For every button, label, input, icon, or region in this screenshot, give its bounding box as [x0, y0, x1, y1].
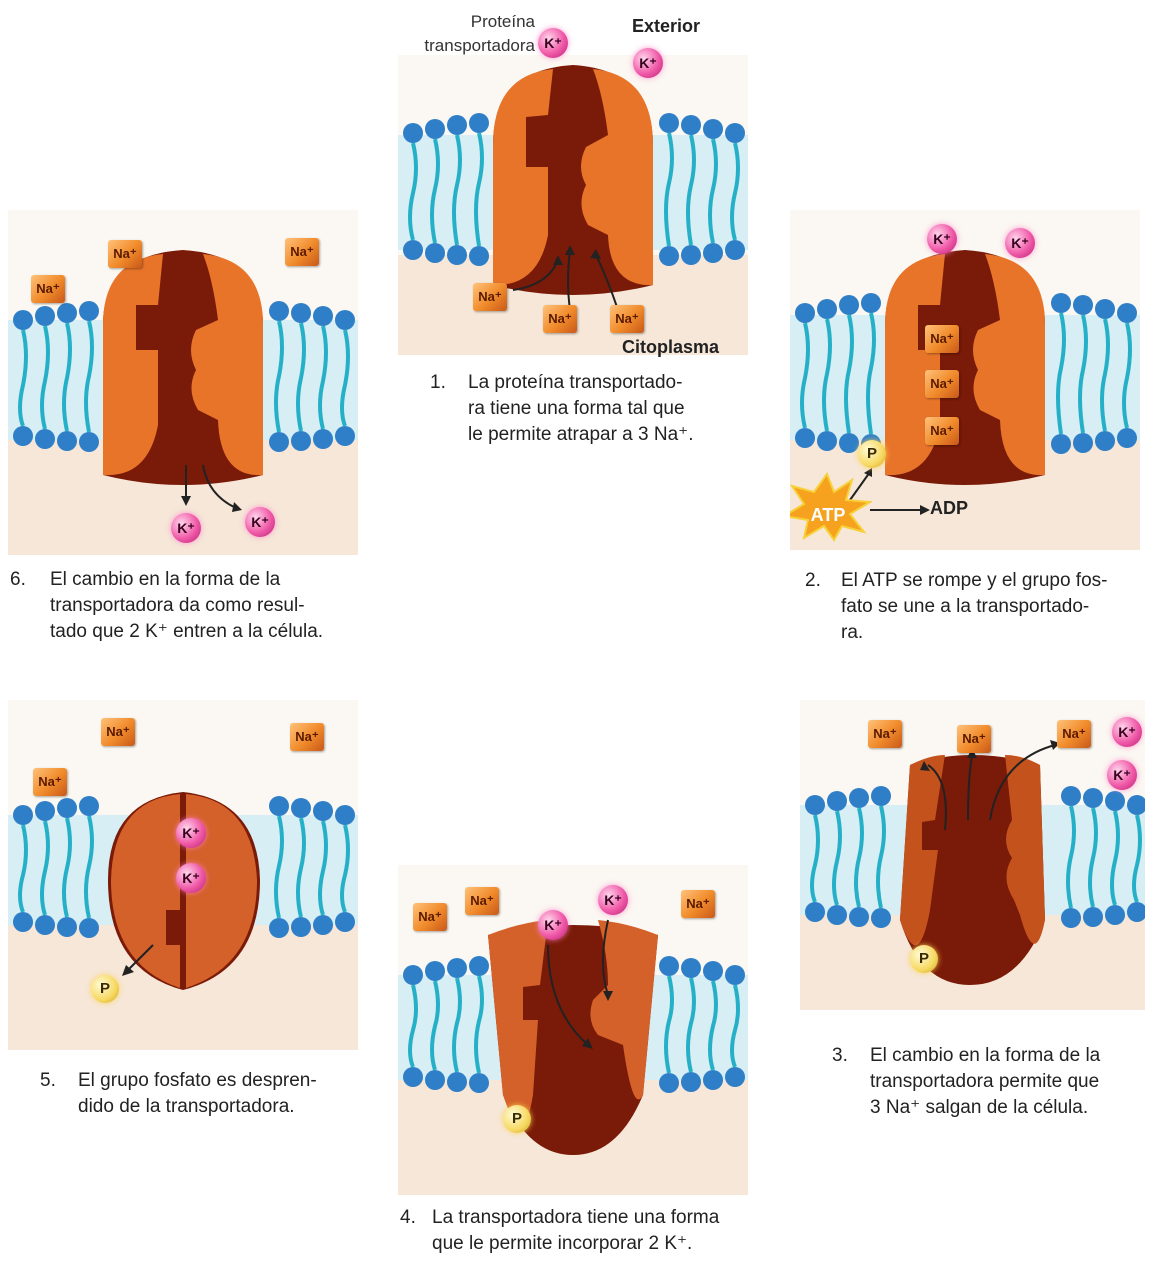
potassium-ion: K⁺ [1112, 717, 1142, 747]
sodium-ion: Na⁺ [465, 887, 499, 915]
sodium-ion: Na⁺ [925, 370, 959, 398]
cytoplasm-label: Citoplasma [622, 337, 719, 358]
potassium-ion: K⁺ [176, 818, 206, 848]
sodium-ion: Na⁺ [33, 768, 67, 796]
phosphate-group: P [503, 1105, 531, 1133]
potassium-ion: K⁺ [171, 513, 201, 543]
exterior-label: Exterior [632, 16, 700, 37]
potassium-ion: K⁺ [538, 28, 568, 58]
adp-label: ADP [930, 498, 968, 519]
panel-step-5: Na⁺ Na⁺ Na⁺ K⁺ K⁺ P [8, 700, 358, 1050]
sodium-ion: Na⁺ [31, 275, 65, 303]
sodium-ion: Na⁺ [610, 305, 644, 333]
transporter-protein [885, 250, 1045, 485]
step-1-caption: 1. La proteína transportado-ra tiene una… [430, 370, 730, 450]
panel-step-4: Na⁺ Na⁺ Na⁺ K⁺ K⁺ P [398, 865, 748, 1195]
potassium-ion: K⁺ [1005, 228, 1035, 258]
potassium-ion: K⁺ [633, 48, 663, 78]
potassium-ion: K⁺ [927, 224, 957, 254]
panel-step-1: Na⁺ Na⁺ Na⁺ [398, 55, 748, 355]
atp-label: ATP [798, 505, 858, 526]
sodium-ion: Na⁺ [925, 325, 959, 353]
phosphate-group: P [910, 945, 938, 973]
sodium-ion: Na⁺ [473, 283, 507, 311]
panel-step-3: Na⁺ Na⁺ Na⁺ K⁺ K⁺ P [800, 700, 1145, 1010]
sodium-ion: Na⁺ [413, 903, 447, 931]
protein-label: Proteína transportadora [415, 10, 535, 58]
sodium-ion: Na⁺ [290, 723, 324, 751]
sodium-ion: Na⁺ [285, 238, 319, 266]
sodium-ion: Na⁺ [681, 890, 715, 918]
phosphate-group: P [858, 440, 886, 468]
sodium-ion: Na⁺ [925, 417, 959, 445]
phosphate-group: P [91, 975, 119, 1003]
potassium-ion: K⁺ [245, 507, 275, 537]
transporter-protein [103, 250, 263, 485]
step-2-caption: 2. El ATP se rompe y el grupo fos-fato s… [805, 568, 1135, 648]
sodium-ion: Na⁺ [108, 240, 142, 268]
potassium-ion: K⁺ [176, 863, 206, 893]
potassium-ion: K⁺ [1107, 760, 1137, 790]
sodium-ion: Na⁺ [868, 720, 902, 748]
panel-step-6: Na⁺ Na⁺ Na⁺ K⁺ K⁺ [8, 210, 358, 555]
potassium-ion: K⁺ [538, 910, 568, 940]
sodium-ion: Na⁺ [957, 725, 991, 753]
transporter-protein [493, 65, 653, 295]
panel-step-2: Na⁺ Na⁺ Na⁺ K⁺ K⁺ P ATP ADP [790, 210, 1140, 550]
potassium-ion: K⁺ [598, 885, 628, 915]
sodium-ion: Na⁺ [101, 718, 135, 746]
sodium-ion: Na⁺ [543, 305, 577, 333]
step-5-caption: 5. El grupo fosfato es despren-dido de l… [40, 1068, 350, 1128]
sodium-ion: Na⁺ [1057, 720, 1091, 748]
